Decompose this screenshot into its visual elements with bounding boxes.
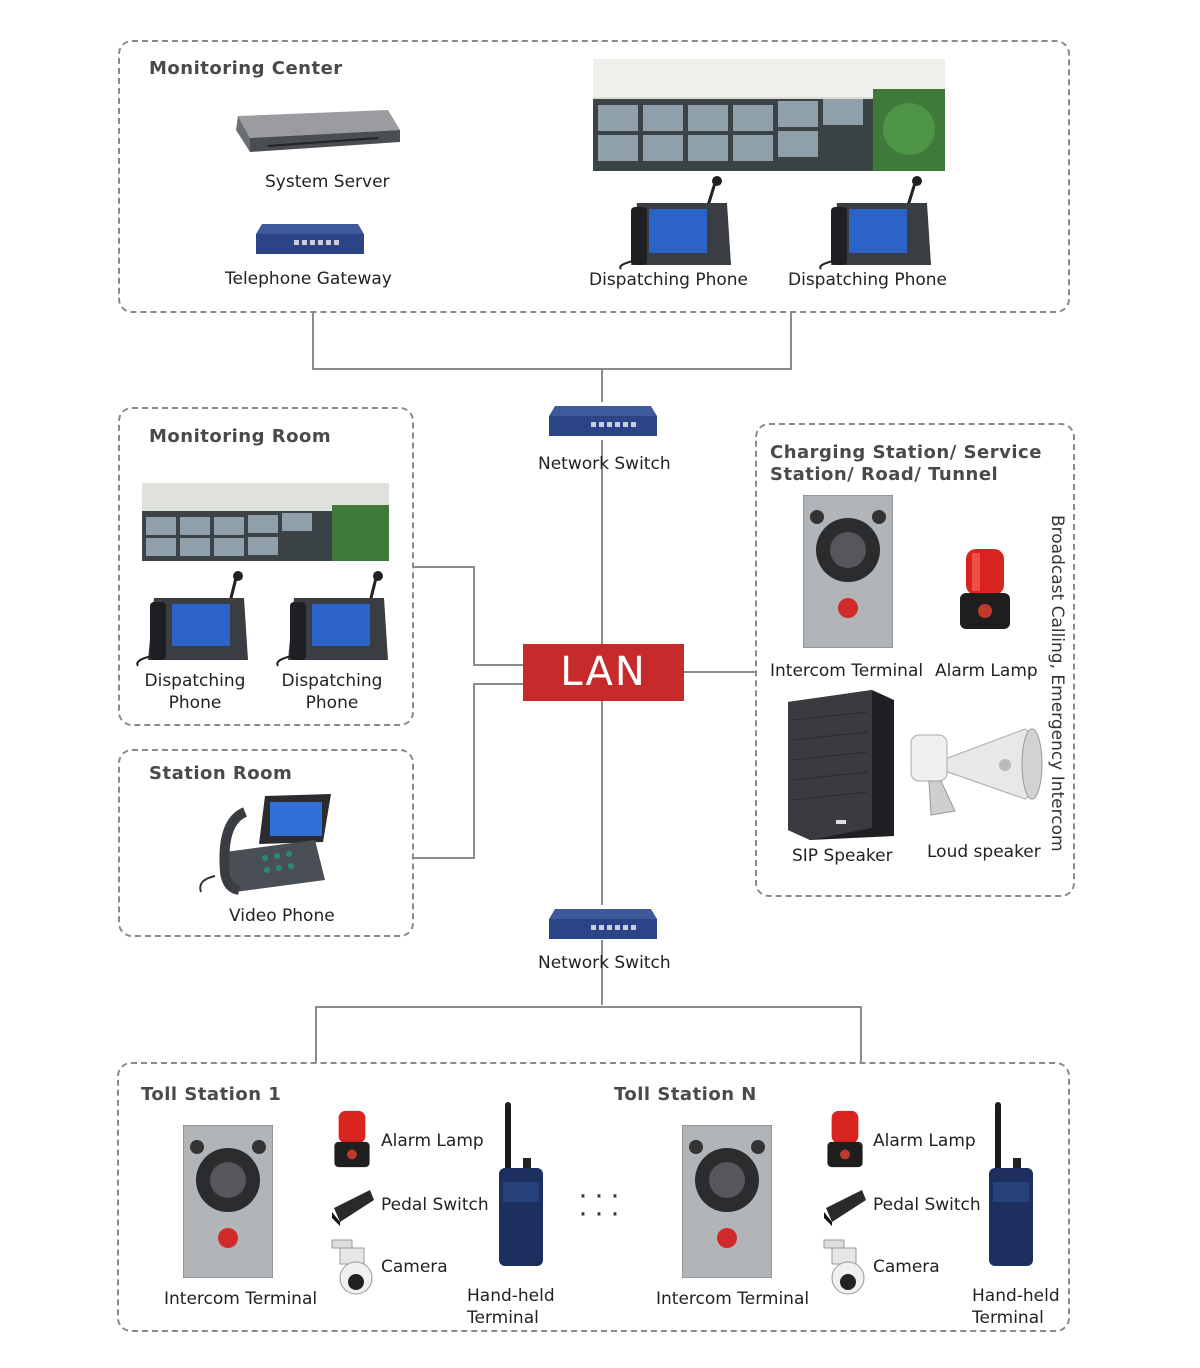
- zone-title-charging-station: Charging Station/ Service Station/ Road/…: [770, 442, 1042, 485]
- pedal-switch-icon: [824, 1190, 866, 1226]
- dispatching-phone-icon: [819, 176, 931, 270]
- intercom-terminal-icon: [183, 1125, 273, 1278]
- alarm-lamp-icon: [960, 549, 1010, 629]
- system-server-icon: [236, 110, 400, 152]
- dispatching-phone-label-room-1: Dispatching Phone: [144, 671, 246, 713]
- toll1-camera-label: Camera: [381, 1257, 448, 1277]
- network-switch-label-bottom: Network Switch: [538, 953, 671, 973]
- toll1-intercom-terminal-label: Intercom Terminal: [164, 1289, 318, 1309]
- pedal-switch-icon: [332, 1190, 374, 1226]
- intercom-terminal-icon: [682, 1125, 772, 1278]
- dispatching-phone-label-2: Dispatching Phone: [788, 270, 948, 290]
- sip-speaker-icon: [788, 690, 894, 840]
- sip-speaker-label: SIP Speaker: [792, 846, 893, 866]
- handheld-terminal-icon: [989, 1102, 1033, 1266]
- toll-station-zone: [117, 1062, 1070, 1332]
- video-wall-image: [142, 483, 389, 561]
- network-switch-icon: [549, 909, 657, 939]
- lan-node: LAN: [523, 644, 684, 701]
- toll1-handheld-label: Hand-held Terminal: [467, 1286, 555, 1328]
- tolln-pedal-switch-label: Pedal Switch: [873, 1195, 981, 1215]
- zone-title-monitoring-room: Monitoring Room: [149, 426, 332, 447]
- monitoring-room-zone: [118, 407, 414, 726]
- vertical-caption: Broadcast Calling, Emergency Intercom: [1045, 515, 1075, 865]
- broadcast-calling-label: Broadcast Calling, Emergency Intercom: [1047, 515, 1067, 852]
- alarm-lamp-icon: [334, 1110, 370, 1168]
- zone-title-toll-station-1: Toll Station 1: [141, 1084, 282, 1105]
- telephone-gateway-label: Telephone Gateway: [225, 269, 392, 289]
- toll1-alarm-lamp-label: Alarm Lamp: [381, 1131, 484, 1151]
- dispatching-phone-label-room-2: Dispatching Phone: [281, 671, 383, 713]
- loud-speaker-label: Loud speaker: [927, 842, 1041, 862]
- intercom-terminal-label: Intercom Terminal: [770, 661, 924, 681]
- zone-title-station-room: Station Room: [149, 763, 293, 784]
- system-server-label: System Server: [265, 172, 390, 192]
- tolln-intercom-terminal-label: Intercom Terminal: [656, 1289, 810, 1309]
- tolln-handheld-label: Hand-held Terminal: [972, 1286, 1060, 1328]
- dispatching-phone-icon: [136, 571, 248, 667]
- monitoring-center-zone: [118, 40, 1070, 313]
- station-room-zone: [118, 749, 414, 937]
- charging-station-zone: [755, 423, 1075, 897]
- intercom-terminal-icon: [803, 495, 893, 648]
- zone-title-toll-station-n: Toll Station N: [614, 1084, 757, 1105]
- dispatching-phone-label-1: Dispatching Phone: [589, 270, 749, 290]
- network-switch-icon: [549, 406, 657, 436]
- dispatching-phone-icon: [276, 571, 388, 667]
- tolln-alarm-lamp-label: Alarm Lamp: [873, 1131, 976, 1151]
- loud-speaker-icon: [910, 728, 1043, 816]
- telephone-gateway-icon: [256, 224, 364, 254]
- alarm-lamp-label: Alarm Lamp: [935, 661, 1038, 681]
- video-wall-image: [593, 59, 945, 171]
- video-phone-label: Video Phone: [229, 906, 335, 926]
- tolln-camera-label: Camera: [873, 1257, 940, 1277]
- camera-icon: [331, 1239, 373, 1295]
- ellipsis: ··· ···: [578, 1178, 626, 1229]
- alarm-lamp-icon: [827, 1110, 863, 1168]
- handheld-terminal-icon: [499, 1102, 543, 1266]
- video-phone-icon: [199, 794, 331, 895]
- camera-icon: [823, 1239, 865, 1295]
- toll1-pedal-switch-label: Pedal Switch: [381, 1195, 489, 1215]
- dispatching-phone-icon: [619, 176, 731, 270]
- network-switch-label-top: Network Switch: [538, 454, 671, 474]
- zone-title-monitoring-center: Monitoring Center: [149, 58, 343, 79]
